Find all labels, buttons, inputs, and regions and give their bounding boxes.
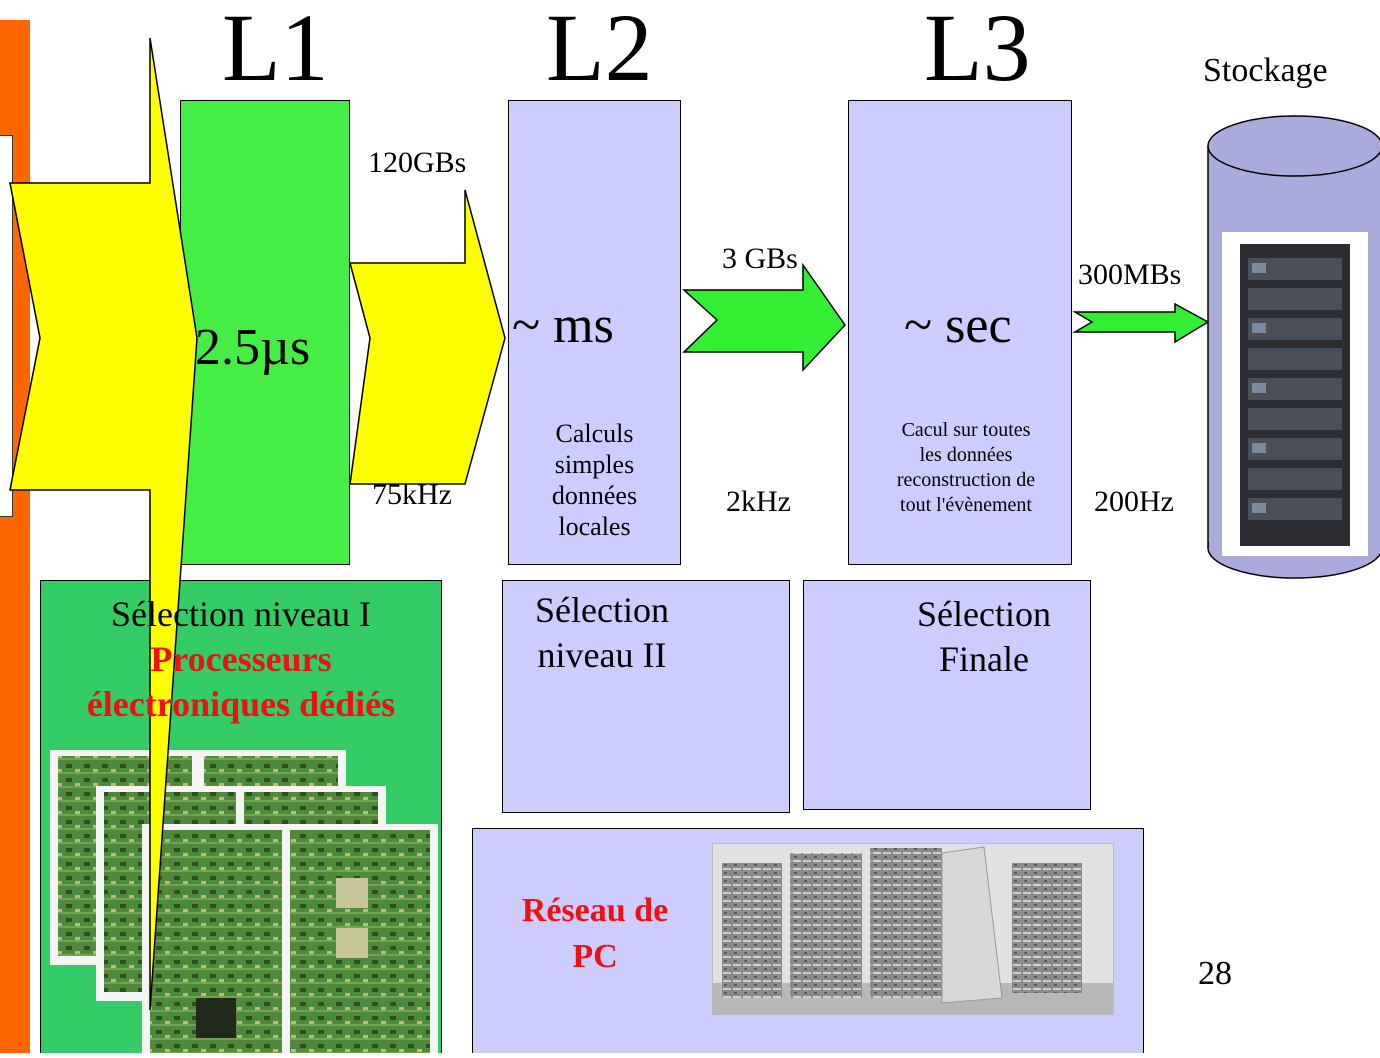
server-rack-icon: [1222, 232, 1368, 556]
l2-title: L2: [546, 0, 653, 101]
selection-level2-text: Sélection niveau II: [512, 588, 692, 678]
l2-box: [508, 100, 681, 565]
selection-final-panel: [803, 580, 1091, 810]
selection-final-line1: Sélection: [917, 594, 1051, 634]
l2-l3-rate: 2kHz: [726, 485, 791, 518]
l1-l2-arrow: [349, 189, 506, 485]
l2-desc-line: locales: [558, 512, 631, 541]
l3-desc-line: tout l'évènement: [900, 494, 1032, 516]
network-text: Réseau de PC: [490, 888, 700, 980]
selection-final-line2: Finale: [939, 639, 1029, 679]
selection-level2-line2: niveau II: [537, 635, 667, 675]
l1-time: 2.5µs: [195, 319, 311, 376]
l3-desc-line: reconstruction de: [896, 469, 1036, 491]
storage-label: Stockage: [1203, 52, 1328, 89]
dedicated-electronics-label: électroniques dédiés: [86, 684, 396, 724]
selection-final-text: Sélection Finale: [894, 592, 1074, 682]
l1-box: [180, 100, 350, 565]
pc-cluster-photo-icon: [711, 842, 1115, 1016]
l2-desc-line: données: [551, 481, 638, 510]
l3-time: ~ sec: [904, 297, 1012, 354]
l2-l3-arrow: [682, 262, 846, 372]
l2-desc-line: Calculs: [555, 419, 634, 448]
l2-description: Calculs simples données locales: [508, 418, 681, 542]
network-line2: PC: [572, 938, 618, 975]
l1-title: L1: [222, 0, 329, 101]
l2-time: ~ ms: [512, 297, 614, 354]
l2-desc-line: simples: [554, 450, 635, 479]
left-white-inset: [0, 135, 13, 517]
l3-description: Cacul sur toutes les données reconstruct…: [848, 418, 1084, 518]
selection-level2-panel: [502, 580, 790, 813]
l3-storage-arrow: [1072, 302, 1210, 344]
input-arrow: [9, 37, 198, 1011]
processors-label: Processeurs: [150, 639, 332, 679]
l2-l3-bandwidth: 3 GBs: [722, 242, 798, 275]
page-number: 28: [1198, 955, 1232, 992]
selection-level2-line1: Sélection: [535, 590, 669, 630]
l3-title: L3: [924, 0, 1031, 101]
l3-desc-line: Cacul sur toutes: [901, 419, 1031, 441]
selection-level1-text: Sélection niveau I Processeurs électroni…: [40, 592, 442, 727]
selection-level1-title: Sélection niveau I: [111, 594, 371, 634]
network-line1: Réseau de: [521, 892, 669, 929]
l3-desc-line: les données: [919, 444, 1013, 466]
electronic-boards-photo-icon: [46, 748, 438, 1053]
l3-box: [848, 100, 1072, 565]
l1-l2-bandwidth: 120GBs: [368, 146, 467, 179]
l1-l2-rate: 75kHz: [372, 478, 452, 511]
l3-storage-bandwidth: 300MBs: [1078, 258, 1182, 291]
l3-storage-rate: 200Hz: [1094, 485, 1174, 518]
